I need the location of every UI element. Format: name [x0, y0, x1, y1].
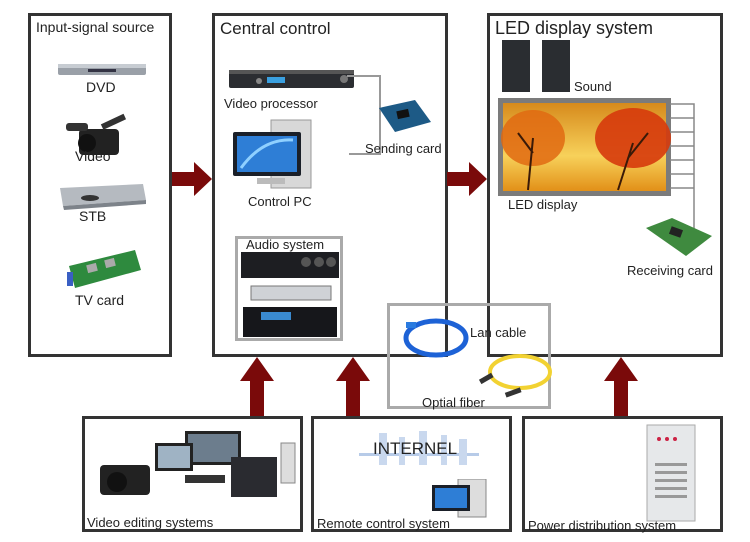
remote-control-label: Remote control system — [317, 516, 450, 531]
video-camera-icon — [66, 113, 127, 155]
tv-card-icon — [67, 250, 141, 288]
input-signal-panel: Input-signal source DVD Video STB TV car… — [28, 13, 172, 357]
lan-cable-icon — [403, 318, 469, 358]
input-panel-title: Input-signal source — [36, 19, 155, 35]
sending-card-label: Sending card — [365, 141, 442, 156]
dvd-label: DVD — [86, 79, 116, 95]
wiring-lines — [670, 103, 695, 232]
tv-card-label: TV card — [75, 292, 125, 308]
amplifier-icon — [241, 252, 339, 337]
led-panel-title: LED display system — [495, 18, 654, 38]
arrow-video-editing-up — [240, 357, 274, 417]
dvd-player-icon — [58, 64, 146, 75]
sending-card-icon — [379, 100, 431, 132]
video-processor-icon — [229, 70, 354, 88]
audio-system-box: Audio system — [235, 236, 343, 341]
internet-background-icon — [359, 431, 479, 465]
remote-control-box: INTERNEL Remote control system — [311, 416, 512, 532]
arrow-power-up — [604, 357, 638, 417]
internet-label: INTERNEL — [373, 439, 458, 458]
receiving-card-icon — [646, 218, 712, 256]
cables-box: Lan cable Optial fiber — [387, 303, 552, 410]
connector-lines — [347, 75, 381, 155]
central-control-panel: Central control Video processor Sending … — [212, 13, 448, 357]
control-pc-label: Control PC — [248, 194, 312, 209]
led-display-panel: LED display system Sound LED display Rec… — [487, 13, 723, 357]
power-distribution-box: Power distribution system — [522, 416, 723, 533]
stb-label: STB — [79, 208, 107, 224]
speakers-icon — [502, 40, 570, 92]
arrow-input-to-central — [172, 162, 212, 196]
led-display-label: LED display — [508, 197, 578, 212]
led-display-screen — [498, 98, 671, 196]
power-cabinet-icon — [646, 424, 696, 522]
video-editing-label: Video editing systems — [87, 515, 214, 530]
sound-label: Sound — [574, 79, 612, 94]
remote-pc-icon — [432, 479, 487, 518]
video-processor-label: Video processor — [224, 96, 318, 111]
lan-cable-label: Lan cable — [470, 325, 527, 340]
set-top-box-icon — [60, 184, 146, 210]
video-label: Video — [75, 148, 111, 164]
arrow-remote-control-up — [336, 357, 370, 417]
arrow-central-to-led — [447, 162, 487, 196]
audio-system-label: Audio system — [246, 237, 325, 252]
video-editing-equipment-icon — [100, 431, 296, 497]
optical-fiber-label: Optial fiber — [422, 395, 485, 410]
central-panel-title: Central control — [220, 19, 331, 38]
receiving-card-label: Receiving card — [627, 263, 713, 278]
power-distribution-label: Power distribution system — [528, 518, 677, 533]
video-editing-box: Video editing systems — [82, 416, 303, 532]
control-pc-icon — [233, 119, 312, 189]
optical-fiber-icon — [478, 354, 552, 398]
